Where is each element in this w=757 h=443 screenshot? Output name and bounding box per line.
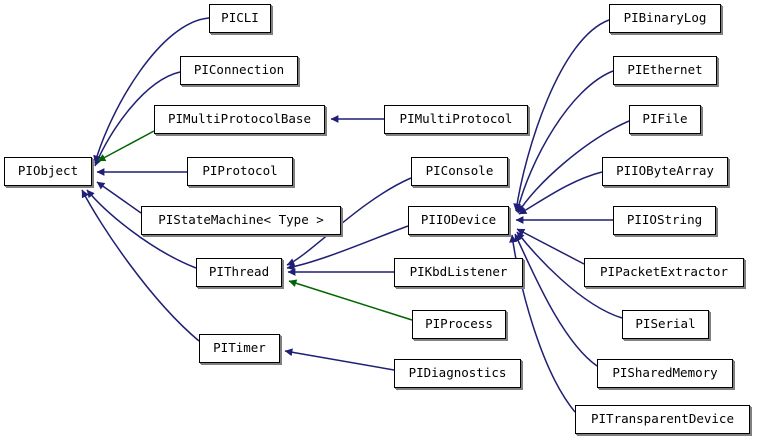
edge-piprocess-to-pithread <box>288 279 413 321</box>
edge-pidiagnostics-to-pitimer <box>284 348 395 371</box>
edge-pifile-to-piiodevice <box>517 120 630 214</box>
class-node-pitimer[interactable]: PITimer <box>199 334 280 363</box>
class-node-piethernet[interactable]: PIEthernet <box>613 56 717 85</box>
class-node-label: PIStateMachine< Type > <box>158 212 324 228</box>
class-node-picli[interactable]: PICLI <box>209 4 271 33</box>
class-node-label: PISerial <box>635 316 696 332</box>
class-node-label: PIDiagnostics <box>408 365 507 381</box>
class-node-piiobytearray[interactable]: PIIOByteArray <box>602 157 728 186</box>
class-node-label: PISharedMemory <box>612 365 718 381</box>
class-node-piiostring[interactable]: PIIOString <box>613 206 716 235</box>
class-node-label: PIThread <box>208 264 270 280</box>
class-node-label: PIPacketExtractor <box>600 264 728 280</box>
class-node-piobject[interactable]: PIObject <box>4 157 92 186</box>
class-node-label: PIObject <box>17 163 79 179</box>
class-node-pitransparentdevice[interactable]: PITransparentDevice <box>575 405 750 434</box>
class-node-pikbdlistener[interactable]: PIKbdListener <box>394 258 523 287</box>
class-node-pimultiprotocolbase[interactable]: PIMultiProtocolBase <box>154 105 325 134</box>
class-node-piprocess[interactable]: PIProcess <box>412 310 506 339</box>
class-node-label: PITimer <box>213 340 266 356</box>
class-node-label: PIEthernet <box>627 62 703 78</box>
edge-piethernet-to-piiodevice <box>515 70 614 213</box>
edge-piiodevice-to-pithread <box>286 225 409 271</box>
class-node-piconnection[interactable]: PIConnection <box>180 56 298 85</box>
class-node-pipacketextractor[interactable]: PIPacketExtractor <box>584 258 744 287</box>
class-node-label: PIBinaryLog <box>623 10 707 26</box>
edge-pitimer-to-piobject <box>81 189 200 342</box>
edge-piiobytearray-to-piiodevice <box>518 171 603 215</box>
edge-pibinarylog-to-piiodevice <box>513 19 610 212</box>
edge-pimultiprotocolbase-to-piobject <box>97 130 155 162</box>
edge-pipacketextractor-to-piiodevice <box>516 228 585 265</box>
class-node-label: PIIOString <box>626 212 703 228</box>
edge-piserial-to-piiodevice <box>516 231 623 319</box>
class-node-pisharedmemory[interactable]: PISharedMemory <box>597 359 733 388</box>
class-node-pifile[interactable]: PIFile <box>629 105 701 134</box>
class-node-label: PIIODevice <box>420 212 497 228</box>
class-node-piiodevice[interactable]: PIIODevice <box>408 206 509 235</box>
class-node-label: PIMultiProtocol <box>399 111 513 127</box>
class-node-label: PIConsole <box>425 163 494 179</box>
class-node-piprotocol[interactable]: PIProtocol <box>187 157 293 186</box>
edge-piconnection-to-piobject <box>94 71 181 167</box>
class-node-pibinarylog[interactable]: PIBinaryLog <box>609 4 721 33</box>
class-node-label: PIKbdListener <box>409 264 508 280</box>
class-node-pidiagnostics[interactable]: PIDiagnostics <box>394 359 521 388</box>
edge-pistatemachine-to-piobject <box>96 181 142 214</box>
edge-picli-to-piobject <box>93 17 210 164</box>
class-node-pithread[interactable]: PIThread <box>196 258 282 287</box>
class-node-label: PICLI <box>221 10 259 26</box>
edge-pisharedmemory-to-piiodevice <box>514 233 598 367</box>
class-node-label: PIFile <box>642 111 688 127</box>
class-node-label: PIMultiProtocolBase <box>168 111 311 127</box>
class-node-label: PIIOByteArray <box>616 163 714 179</box>
class-node-piserial[interactable]: PISerial <box>622 310 709 339</box>
edge-pithread-to-piobject <box>86 189 197 269</box>
edges-group <box>81 17 630 413</box>
class-node-pistatemachine[interactable]: PIStateMachine< Type > <box>141 206 341 235</box>
class-node-label: PITransparentDevice <box>591 411 734 427</box>
class-node-piconsole[interactable]: PIConsole <box>411 157 508 186</box>
class-node-pimultiprotocol[interactable]: PIMultiProtocol <box>384 105 528 134</box>
class-node-label: PIProcess <box>425 316 493 332</box>
edge-pitransparentdevice-to-piiodevice <box>509 234 576 413</box>
class-node-label: PIProtocol <box>202 163 278 179</box>
class-node-label: PIConnection <box>193 62 285 78</box>
